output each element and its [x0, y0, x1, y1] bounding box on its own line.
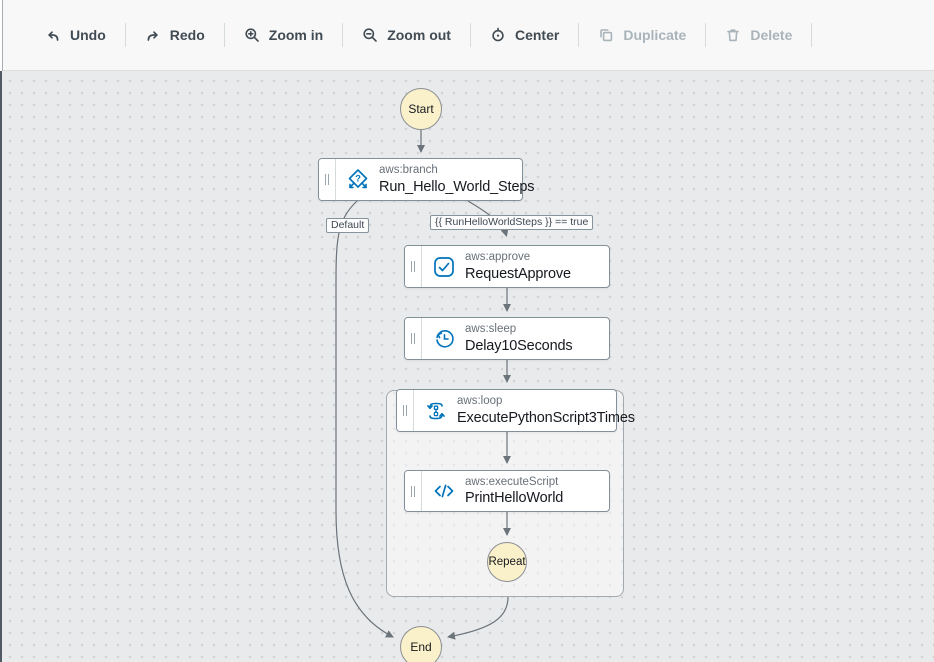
repeat-label: Repeat [488, 556, 525, 568]
zoom-in-icon [244, 27, 260, 43]
edge-label-condition: {{ RunHelloWorldSteps }} == true [430, 215, 593, 230]
drag-handle[interactable] [397, 390, 414, 431]
end-label: End [410, 640, 431, 654]
step-name: Run_Hello_World_Steps [379, 178, 514, 196]
drag-handle[interactable] [405, 246, 422, 287]
step-type: aws:approve [465, 250, 571, 264]
left-panel-edge [0, 0, 3, 71]
step-node-loop[interactable]: aws:loop ExecutePythonScript3Times [396, 389, 617, 432]
step-node-sleep[interactable]: aws:sleep Delay10Seconds [404, 317, 610, 360]
delete-icon [725, 27, 741, 43]
step-type: aws:branch [379, 163, 514, 177]
edge-label-default: Default [326, 218, 369, 233]
zoom-out-label: Zoom out [387, 27, 451, 43]
duplicate-button[interactable]: Duplicate [579, 27, 705, 43]
center-button[interactable]: Center [471, 27, 578, 43]
start-label: Start [408, 102, 433, 116]
designer-toolbar: Undo Redo Zoom in Zoom out [0, 0, 934, 71]
left-canvas-edge [0, 71, 2, 662]
toolbar-divider [811, 23, 812, 47]
duplicate-icon [598, 27, 614, 43]
step-node-approve[interactable]: aws:approve RequestApprove [404, 245, 610, 288]
drag-handle[interactable] [405, 471, 422, 511]
zoom-out-icon [362, 27, 378, 43]
zoom-out-button[interactable]: Zoom out [343, 27, 470, 43]
branch-icon: ? [336, 159, 379, 200]
step-type: aws:sleep [465, 322, 573, 336]
loop-icon [414, 390, 457, 431]
redo-button[interactable]: Redo [126, 27, 224, 43]
step-node-branch[interactable]: ? aws:branch Run_Hello_World_Steps [318, 158, 523, 201]
step-name: ExecutePythonScript3Times [457, 409, 608, 427]
step-name: RequestApprove [465, 265, 571, 283]
center-label: Center [515, 27, 559, 43]
duplicate-label: Duplicate [623, 27, 686, 43]
delete-button[interactable]: Delete [706, 27, 811, 43]
svg-text:?: ? [355, 173, 361, 184]
step-name: PrintHelloWorld [465, 489, 563, 507]
center-icon [490, 27, 506, 43]
zoom-in-button[interactable]: Zoom in [225, 27, 342, 43]
redo-icon [145, 27, 161, 43]
redo-label: Redo [170, 27, 205, 43]
start-node[interactable]: Start [400, 88, 442, 130]
undo-icon [45, 27, 61, 43]
drag-handle[interactable] [405, 318, 422, 359]
edge-loop-container-to-end [448, 597, 508, 637]
workflow-canvas[interactable]: Start Repeat End Default {{ RunHelloWorl… [0, 71, 934, 662]
step-name: Delay10Seconds [465, 337, 573, 355]
undo-label: Undo [70, 27, 106, 43]
repeat-node[interactable]: Repeat [487, 542, 527, 582]
step-node-execute-script[interactable]: aws:executeScript PrintHelloWorld [404, 470, 610, 512]
undo-button[interactable]: Undo [26, 27, 125, 43]
execute-script-icon [422, 471, 465, 511]
approve-icon [422, 246, 465, 287]
step-type: aws:executeScript [465, 475, 563, 489]
delete-label: Delete [750, 27, 792, 43]
zoom-in-label: Zoom in [269, 27, 323, 43]
sleep-icon [422, 318, 465, 359]
edge-branch-default-to-end [336, 201, 393, 637]
step-type: aws:loop [457, 394, 608, 408]
end-node[interactable]: End [400, 626, 442, 662]
drag-handle[interactable] [319, 159, 336, 200]
